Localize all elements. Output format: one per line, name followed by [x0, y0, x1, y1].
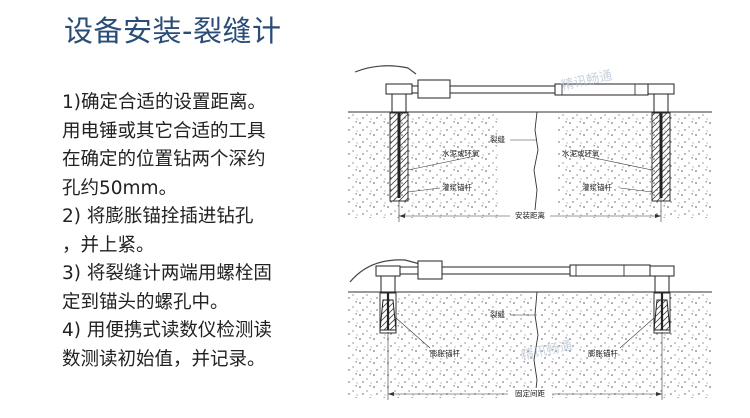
installation-diagram: 裂缝 水泥或环氧 水泥或环氧 灌浆锚杆 灌浆锚杆 安装距离 [348, 65, 712, 400]
step-line: 数测读初始值，并记录。 [62, 348, 266, 370]
anchor-head-left-base [391, 93, 407, 113]
step-line: 在确定的位置钻两个深约 [62, 149, 266, 170]
label-crack: 裂缝 [490, 309, 505, 319]
anchor-head-left [375, 265, 401, 277]
label-install-distance: 安装距离 [515, 210, 545, 220]
label-cement-right: 水泥或环氧 [562, 148, 600, 158]
soil-right [540, 293, 712, 398]
anchor-head-right [647, 83, 675, 95]
step-line: 孔约50mm。 [62, 177, 178, 199]
step-line: 4) 用便携式读数仪检测读 [62, 320, 272, 341]
crack-line [533, 291, 539, 399]
anchor-head-right-base [653, 93, 669, 113]
step-line: 1)确定合适的设置距离。 [62, 92, 266, 113]
gauge-body [417, 260, 443, 280]
gauge-rod [554, 83, 649, 96]
gauge-rod [569, 264, 651, 277]
label-grout-anchor-right: 灌浆锚杆 [582, 182, 612, 192]
step-line: 2) 将膨胀锚拴插进钻孔 [62, 206, 254, 227]
label-grout-anchor-left: 灌浆锚杆 [442, 182, 472, 192]
installation-steps: 1)确定合适的设置距离。 用电锤或其它合适的工具 在确定的位置钻两个深约 孔约5… [62, 89, 332, 374]
label-cement-left: 水泥或环氧 [442, 148, 480, 158]
step-line: 定到锚头的螺孔中。 [62, 291, 229, 313]
soil-right [558, 113, 712, 218]
step-line: 用电锤或其它合适的工具 [62, 120, 266, 142]
crack-line [533, 111, 539, 211]
diagram-expansion-anchor: 裂缝 膨胀锚杆 膨胀锚杆 固定间距 [348, 259, 712, 400]
signal-cable [354, 65, 417, 75]
page-title: 设备安装-裂缝计 [64, 14, 282, 48]
gauge-body [417, 79, 451, 99]
label-fixed-spacing: 固定间距 [515, 388, 545, 398]
anchor-head-left [385, 83, 413, 95]
label-crack: 裂缝 [490, 134, 505, 144]
label-expansion-anchor-left: 膨胀锚杆 [430, 348, 460, 358]
signal-cable [349, 259, 421, 283]
soil-left [348, 113, 498, 218]
label-expansion-anchor-right: 膨胀锚杆 [588, 348, 618, 358]
step-line: 3) 将裂缝计两端用螺栓固 [62, 263, 272, 284]
soil-left [348, 293, 533, 398]
diagram-grouted-anchor: 裂缝 水泥或环氧 水泥或环氧 灌浆锚杆 灌浆锚杆 安装距离 [348, 65, 712, 222]
anchor-head-right [649, 265, 675, 277]
step-line: ，并上紧。 [62, 234, 155, 256]
